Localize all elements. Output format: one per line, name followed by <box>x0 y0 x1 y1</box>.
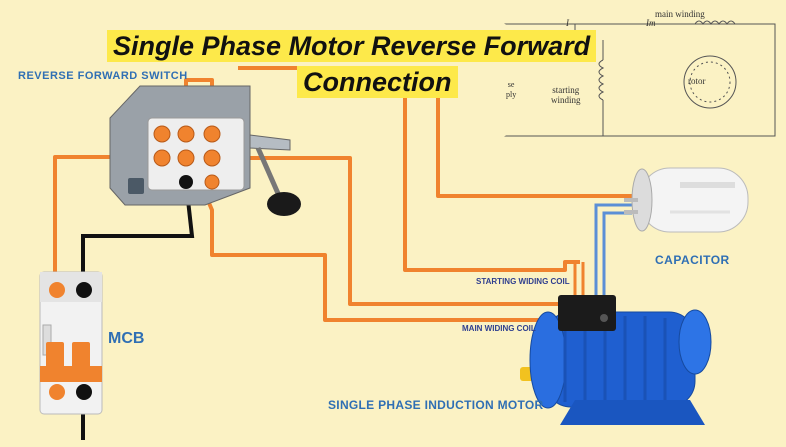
switch-knob[interactable] <box>267 192 301 216</box>
reverse-forward-switch-label: REVERSE FORWARD SWITCH <box>18 70 188 82</box>
reverse-forward-switch[interactable] <box>109 85 301 216</box>
wire-main-coil-b <box>198 181 565 322</box>
motor-schematic <box>504 20 776 137</box>
capacitor <box>624 167 749 233</box>
schematic-current-i: I <box>566 18 569 28</box>
schematic-supply-fragment: se ply <box>506 80 517 99</box>
title-line-2: Connection <box>297 66 458 98</box>
wire-capacitor <box>436 68 632 198</box>
main-winding-coil <box>694 20 736 25</box>
wire-switch-jumper <box>184 78 214 86</box>
schematic-rotor-label: rotor <box>688 76 706 86</box>
schematic-starting-winding-label: starting winding <box>551 85 581 105</box>
switch-terminals <box>153 125 221 190</box>
wire-cap-to-motor-b <box>602 211 632 295</box>
starting-winding-coil <box>598 59 605 101</box>
wire-cap-to-motor-a <box>594 203 632 295</box>
main-coil-label: MAIN WIDING COIL <box>462 324 536 333</box>
schematic-current-im: Im <box>646 18 656 28</box>
switch-lever[interactable] <box>255 146 283 200</box>
title-line-1: Single Phase Motor Reverse Forward <box>107 30 597 62</box>
mcb-breaker[interactable] <box>39 271 103 415</box>
schematic-main-winding-label: main winding <box>655 9 705 19</box>
switch-shaft <box>249 134 291 151</box>
starting-coil-label: STARTING WIDING COIL <box>476 277 570 286</box>
single-phase-motor <box>520 295 712 425</box>
mcb-label: MCB <box>108 330 145 347</box>
wire-main-coil-a <box>212 156 575 306</box>
motor-terminal-box <box>558 295 616 331</box>
wire-neutral-to-mcb <box>81 181 195 290</box>
blue-wires <box>594 203 632 295</box>
starting-coil-stubs <box>573 262 585 295</box>
capacitor-label: CAPACITOR <box>655 253 730 267</box>
wire-starting-coil <box>238 66 580 272</box>
rotor-symbol <box>683 55 737 109</box>
motor-label: SINGLE PHASE INDUCTION MOTOR <box>328 398 544 412</box>
